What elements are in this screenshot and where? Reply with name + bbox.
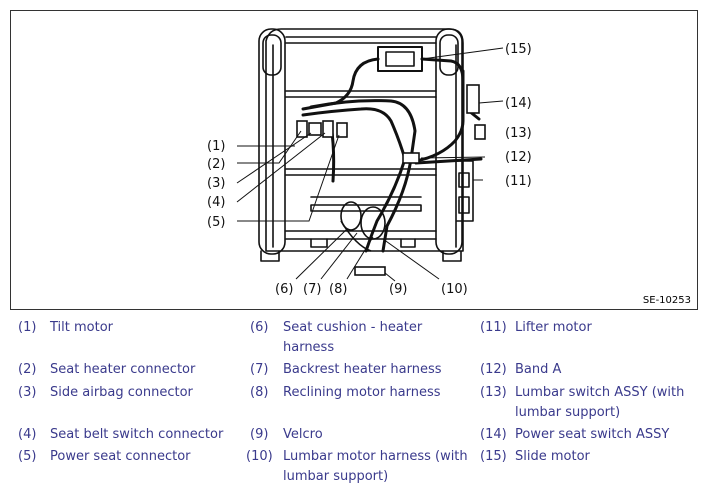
callout-2: (2): [207, 157, 225, 172]
power-seat-switch: [466, 84, 480, 114]
callout-8: (8): [329, 282, 347, 297]
legend-text: Lumbar switch ASSY (with lumbar support): [515, 385, 685, 420]
callout-12: (12): [505, 150, 532, 165]
legend-text: Backrest heater harness: [283, 362, 442, 377]
right-upright: [435, 28, 463, 255]
legend-number: (13): [480, 385, 507, 400]
lumbar-switch: [474, 124, 486, 140]
connector-2: [308, 122, 322, 136]
legend: (1) Tilt motor (2) Seat heater connector…: [0, 318, 709, 494]
velcro: [354, 266, 386, 276]
callout-13: (13): [505, 126, 532, 141]
legend-text: Lifter motor: [515, 320, 592, 335]
legend-text: Power seat connector: [50, 449, 191, 464]
slide-motor-box: [377, 46, 423, 72]
connector-3: [322, 120, 334, 138]
connector-4: [336, 122, 348, 138]
legend-text: Slide motor: [515, 449, 590, 464]
legend-text: Reclining motor harness: [283, 385, 441, 400]
legend-text: Seat belt switch connector: [50, 427, 224, 442]
legend-number: (3): [18, 385, 37, 400]
legend-number: (11): [480, 320, 507, 335]
legend-number: (6): [250, 320, 269, 335]
legend-number: (15): [480, 449, 507, 464]
legend-text: Lumbar motor harness (with lumbar suppor…: [283, 449, 468, 484]
legend-number: (8): [250, 385, 269, 400]
callout-6: (6): [275, 282, 293, 297]
callout-1: (1): [207, 139, 225, 154]
legend-number: (4): [18, 427, 37, 442]
callout-14: (14): [505, 96, 532, 111]
callout-4: (4): [207, 195, 225, 210]
legend-number: (7): [250, 362, 269, 377]
connector-1: [296, 120, 308, 138]
legend-number: (5): [18, 449, 37, 464]
left-upright: [258, 28, 286, 255]
legend-number: (10): [246, 449, 273, 464]
legend-number: (9): [250, 427, 269, 442]
legend-text: Band A: [515, 362, 562, 377]
legend-number: (1): [18, 320, 37, 335]
legend-text: Seat heater connector: [50, 362, 196, 377]
band-a: [402, 152, 420, 164]
callout-15: (15): [505, 42, 532, 57]
callout-10: (10): [441, 282, 468, 297]
callout-5: (5): [207, 215, 225, 230]
legend-number: (2): [18, 362, 37, 377]
figure-id: SE-10253: [642, 295, 691, 306]
legend-number: (12): [480, 362, 507, 377]
legend-number: (14): [480, 427, 507, 442]
callout-11: (11): [505, 174, 532, 189]
main-harness: [301, 57, 380, 111]
legend-text: Tilt motor: [50, 320, 114, 335]
seat-harness-diagram: (1) (2) (3) (4) (5) (6) (7) (8) (9) (10)…: [10, 10, 698, 310]
legend-text: Side airbag connector: [50, 385, 193, 400]
callout-7: (7): [303, 282, 321, 297]
callout-3: (3): [207, 176, 225, 191]
legend-text: Power seat switch ASSY: [515, 427, 670, 442]
legend-text: Seat cushion - heater harness: [283, 320, 423, 355]
callout-9: (9): [389, 282, 407, 297]
diagram-drawing: (1) (2) (3) (4) (5) (6) (7) (8) (9) (10)…: [207, 28, 532, 297]
legend-text: Velcro: [283, 427, 323, 442]
